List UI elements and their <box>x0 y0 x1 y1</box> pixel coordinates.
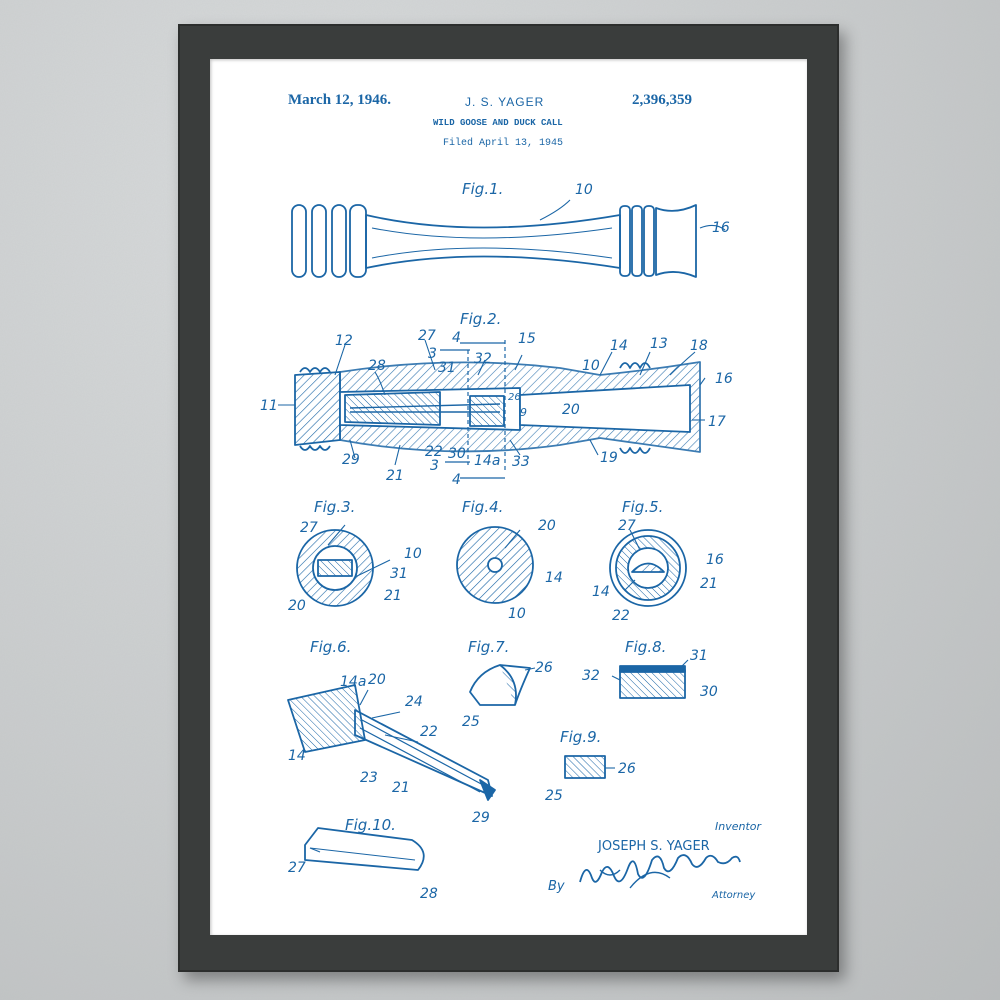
by-label: By <box>548 879 565 894</box>
numeral: 4 <box>452 330 461 346</box>
numeral: 14 <box>592 584 610 600</box>
numeral: 30 <box>448 446 466 462</box>
fig2-caption: Fig.2. <box>460 310 501 328</box>
numeral: 32 <box>582 668 600 684</box>
fig9-caption: Fig.9. <box>560 728 601 746</box>
numeral: 15 <box>518 331 536 347</box>
fig9-block-end-view <box>565 756 605 778</box>
fig8-caption: Fig.8. <box>625 638 666 656</box>
fig5-caption: Fig.5. <box>622 498 663 516</box>
attorney-signature <box>580 855 740 882</box>
numeral: 12 <box>335 333 353 349</box>
numeral: 16 <box>715 371 733 387</box>
numeral: 31 <box>690 648 708 664</box>
numeral: 28 <box>368 358 386 374</box>
numeral: 10 <box>582 358 600 374</box>
numeral: 22 <box>612 608 630 624</box>
numeral: 21 <box>384 588 402 604</box>
numeral: 19 <box>600 450 618 466</box>
numeral: 31 <box>390 566 408 582</box>
numeral: 32 <box>474 351 492 367</box>
numeral: 13 <box>650 336 668 352</box>
signature-flourish <box>600 870 670 888</box>
numeral: 22 <box>420 724 438 740</box>
fig7-caption: Fig.7. <box>468 638 509 656</box>
numeral: 21 <box>386 468 404 484</box>
numeral: 18 <box>690 338 708 354</box>
numeral: 25 <box>462 714 480 730</box>
inventor-name: JOSEPH S. YAGER <box>597 839 710 854</box>
numeral: 4 <box>452 472 461 488</box>
numeral: 27 <box>288 860 306 876</box>
numeral: 26 <box>508 392 521 403</box>
numeral: 31 <box>438 360 456 376</box>
numeral: 20 <box>538 518 556 534</box>
numeral: 23 <box>360 770 378 786</box>
numeral: 20 <box>562 402 580 418</box>
numeral: 3 <box>428 346 437 362</box>
numeral: 29 <box>472 810 490 826</box>
numeral: 24 <box>405 694 423 710</box>
numeral: 10 <box>575 182 593 198</box>
fig7-tone-block <box>470 665 530 705</box>
numeral: 29 <box>342 452 360 468</box>
numeral: 30 <box>700 684 718 700</box>
numeral: 10 <box>508 606 526 622</box>
fig10-caption: Fig.10. <box>345 816 396 834</box>
numeral: 14 <box>545 570 563 586</box>
fig6-caption: Fig.6. <box>310 638 351 656</box>
numeral: 21 <box>392 780 410 796</box>
numeral: 14 <box>610 338 628 354</box>
numeral: 28 <box>420 886 438 902</box>
fig4-cross-section <box>457 527 533 603</box>
numeral: 20 <box>368 672 386 688</box>
inventor-caption: Inventor <box>715 820 763 833</box>
numeral: 27 <box>300 520 318 536</box>
numeral: 16 <box>706 552 724 568</box>
numeral: 27 <box>618 518 636 534</box>
numeral: 3 <box>430 458 439 474</box>
fig1-duck-call-exterior <box>292 205 725 277</box>
fig1-caption: Fig.1. <box>462 180 503 198</box>
numeral: 9 <box>520 406 527 419</box>
fig3-caption: Fig.3. <box>314 498 355 516</box>
fig10-reed <box>305 828 424 870</box>
fig8-cork-strip <box>620 666 685 698</box>
numeral: 14a <box>474 453 500 469</box>
numeral: 16 <box>712 220 730 236</box>
fig4-caption: Fig.4. <box>462 498 503 516</box>
numeral: 33 <box>512 454 530 470</box>
fig5-cross-section <box>610 530 686 606</box>
numeral: 25 <box>545 788 563 804</box>
numeral: 27 <box>418 328 436 344</box>
numeral: 14 <box>288 748 306 764</box>
numeral: 11 <box>260 398 278 414</box>
leader-lines <box>278 200 705 852</box>
attorney-caption: Attorney <box>711 890 756 901</box>
numeral: 26 <box>618 761 636 777</box>
numeral: 21 <box>700 576 718 592</box>
numeral: 26 <box>535 660 553 676</box>
fig3-cross-section <box>297 530 373 606</box>
numeral: 14a <box>340 674 366 690</box>
numeral: 17 <box>708 414 726 430</box>
numeral: 20 <box>288 598 306 614</box>
numeral: 10 <box>404 546 422 562</box>
